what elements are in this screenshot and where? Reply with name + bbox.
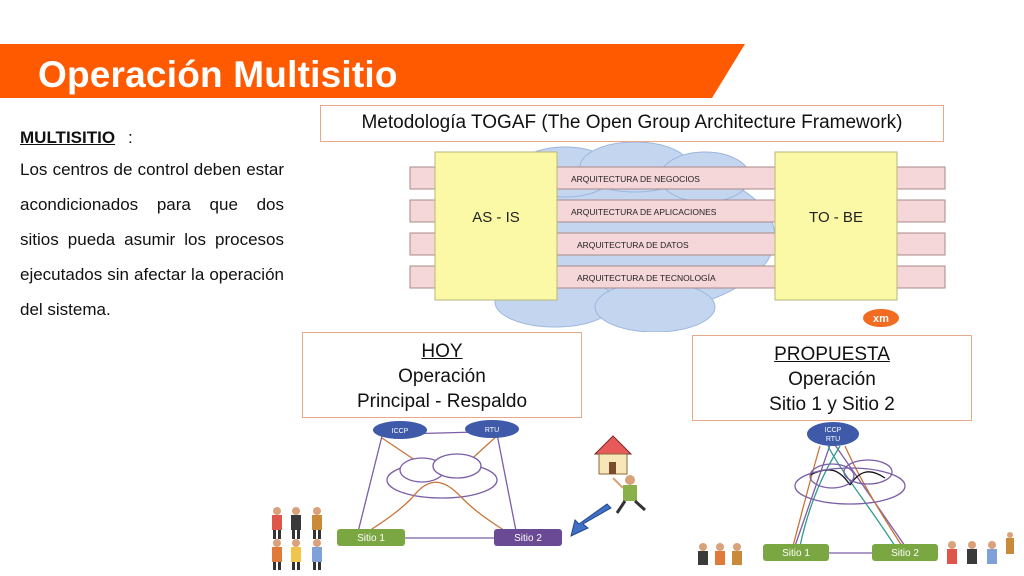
running-person-icon bbox=[612, 475, 647, 514]
propuesta-site2 bbox=[872, 544, 938, 561]
hoy-node-iccp-label: ICCP bbox=[392, 428, 409, 435]
as-is-label: AS - IS bbox=[472, 209, 520, 226]
propuesta-box: PROPUESTA Operación Sitio 1 y Sitio 2 bbox=[692, 335, 972, 421]
hoy-site2 bbox=[494, 529, 562, 546]
hoy-node-iccp bbox=[373, 421, 427, 439]
togaf-caption-box: Metodología TOGAF (The Open Group Archit… bbox=[320, 105, 944, 142]
hoy-line1: Operación bbox=[398, 366, 486, 387]
propuesta-site1 bbox=[763, 544, 829, 561]
hoy-line2: Principal - Respaldo bbox=[356, 391, 528, 412]
hoy-box: HOY Operación Principal - Respaldo bbox=[302, 332, 582, 418]
arrow-icon bbox=[570, 503, 612, 537]
layer-aplicaciones: ARQUITECTURA DE APLICACIONES bbox=[571, 207, 717, 217]
multisitio-colon: : bbox=[128, 128, 133, 147]
propuesta-network-diagram: ICCP RTU Sitio 1 Sitio 2 bbox=[698, 422, 1014, 565]
to-be-block bbox=[774, 151, 898, 301]
hoy-node-rtu bbox=[465, 420, 519, 438]
propuesta-line1: Operación bbox=[788, 369, 876, 390]
propuesta-links bbox=[792, 444, 906, 554]
hoy-heading: HOY bbox=[421, 341, 463, 362]
propuesta-node-iccp-rtu bbox=[807, 422, 859, 446]
hoy-site1 bbox=[337, 529, 405, 546]
house-icon bbox=[593, 435, 633, 475]
propuesta-cloud bbox=[794, 459, 906, 505]
migration-illustration bbox=[570, 435, 647, 537]
people-right-icon bbox=[947, 532, 1014, 564]
propuesta-heading: PROPUESTA bbox=[774, 344, 890, 365]
layer-tecnologia: ARQUITECTURA DE TECNOLOGÍA bbox=[577, 273, 716, 283]
hoy-cloud bbox=[386, 453, 498, 499]
hoy-node-rtu-label: RTU bbox=[485, 427, 499, 434]
to-be-label: TO - BE bbox=[809, 209, 863, 226]
svg-text:xm: xm bbox=[873, 313, 889, 325]
layer-negocios: ARQUITECTURA DE NEGOCIOS bbox=[571, 174, 700, 184]
multisitio-description: Los centros de control deben estar acond… bbox=[20, 160, 284, 319]
slide-title: Operación Multisitio bbox=[38, 54, 398, 95]
multisitio-heading: MULTISITIO bbox=[20, 128, 116, 147]
people-left-icon bbox=[698, 543, 742, 565]
propuesta-site1-label: Sitio 1 bbox=[782, 548, 810, 559]
hoy-site1-label: Sitio 1 bbox=[357, 533, 385, 544]
togaf-caption: Metodología TOGAF (The Open Group Archit… bbox=[361, 112, 903, 133]
propuesta-site2-label: Sitio 2 bbox=[891, 548, 919, 559]
xm-logo: xm bbox=[863, 309, 899, 327]
hoy-network-diagram: ICCP RTU Sitio 1 Sitio 2 bbox=[272, 420, 562, 570]
togaf-diagram: AS - IS TO - BE ARQUITECTURA DE NEGOCIOS… bbox=[409, 142, 946, 332]
title-banner bbox=[0, 44, 745, 98]
hoy-site2-label: Sitio 2 bbox=[514, 533, 542, 544]
propuesta-node-line1: ICCP bbox=[825, 427, 842, 434]
layer-datos: ARQUITECTURA DE DATOS bbox=[577, 240, 689, 250]
propuesta-line2: Sitio 1 y Sitio 2 bbox=[769, 394, 895, 415]
propuesta-node-line2: RTU bbox=[826, 436, 840, 443]
people-group-icon bbox=[272, 507, 322, 570]
as-is-block bbox=[434, 151, 558, 301]
